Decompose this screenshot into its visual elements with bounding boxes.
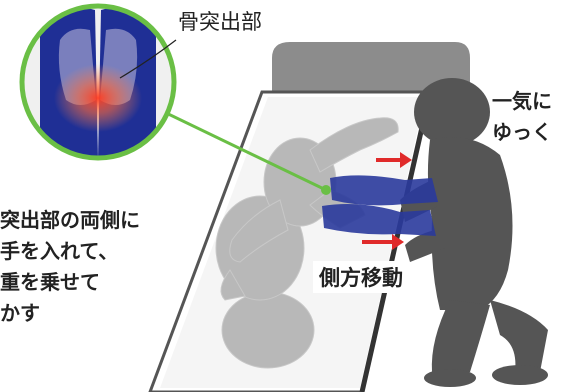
right-instruction: 一気に ゆっく (492, 86, 552, 148)
bed-headboard (272, 42, 470, 92)
bony-prominence-label: 骨突出部 (178, 10, 262, 34)
left-instruction-line: かす (0, 301, 40, 325)
caregiver-hands (322, 175, 438, 236)
left-instruction-line: 手を入れて、 (0, 239, 119, 263)
left-instruction-line: 突出部の両側に (0, 208, 140, 232)
caregiver-figure (400, 78, 548, 387)
magnified-inset (19, 3, 177, 161)
left-instruction-line: 重を乗せて (0, 270, 100, 294)
right-instruction-line: ゆっく (492, 120, 552, 144)
movement-arrows (362, 152, 412, 250)
left-instruction: 突出部の両側に 手を入れて、 重を乗せて かす (0, 205, 140, 329)
right-instruction-line: 一気に (492, 89, 552, 113)
patient-figure (215, 117, 399, 369)
callout-dot (321, 185, 331, 195)
lateral-move-label: 側方移動 (313, 261, 409, 293)
callout-leader (159, 108, 327, 192)
